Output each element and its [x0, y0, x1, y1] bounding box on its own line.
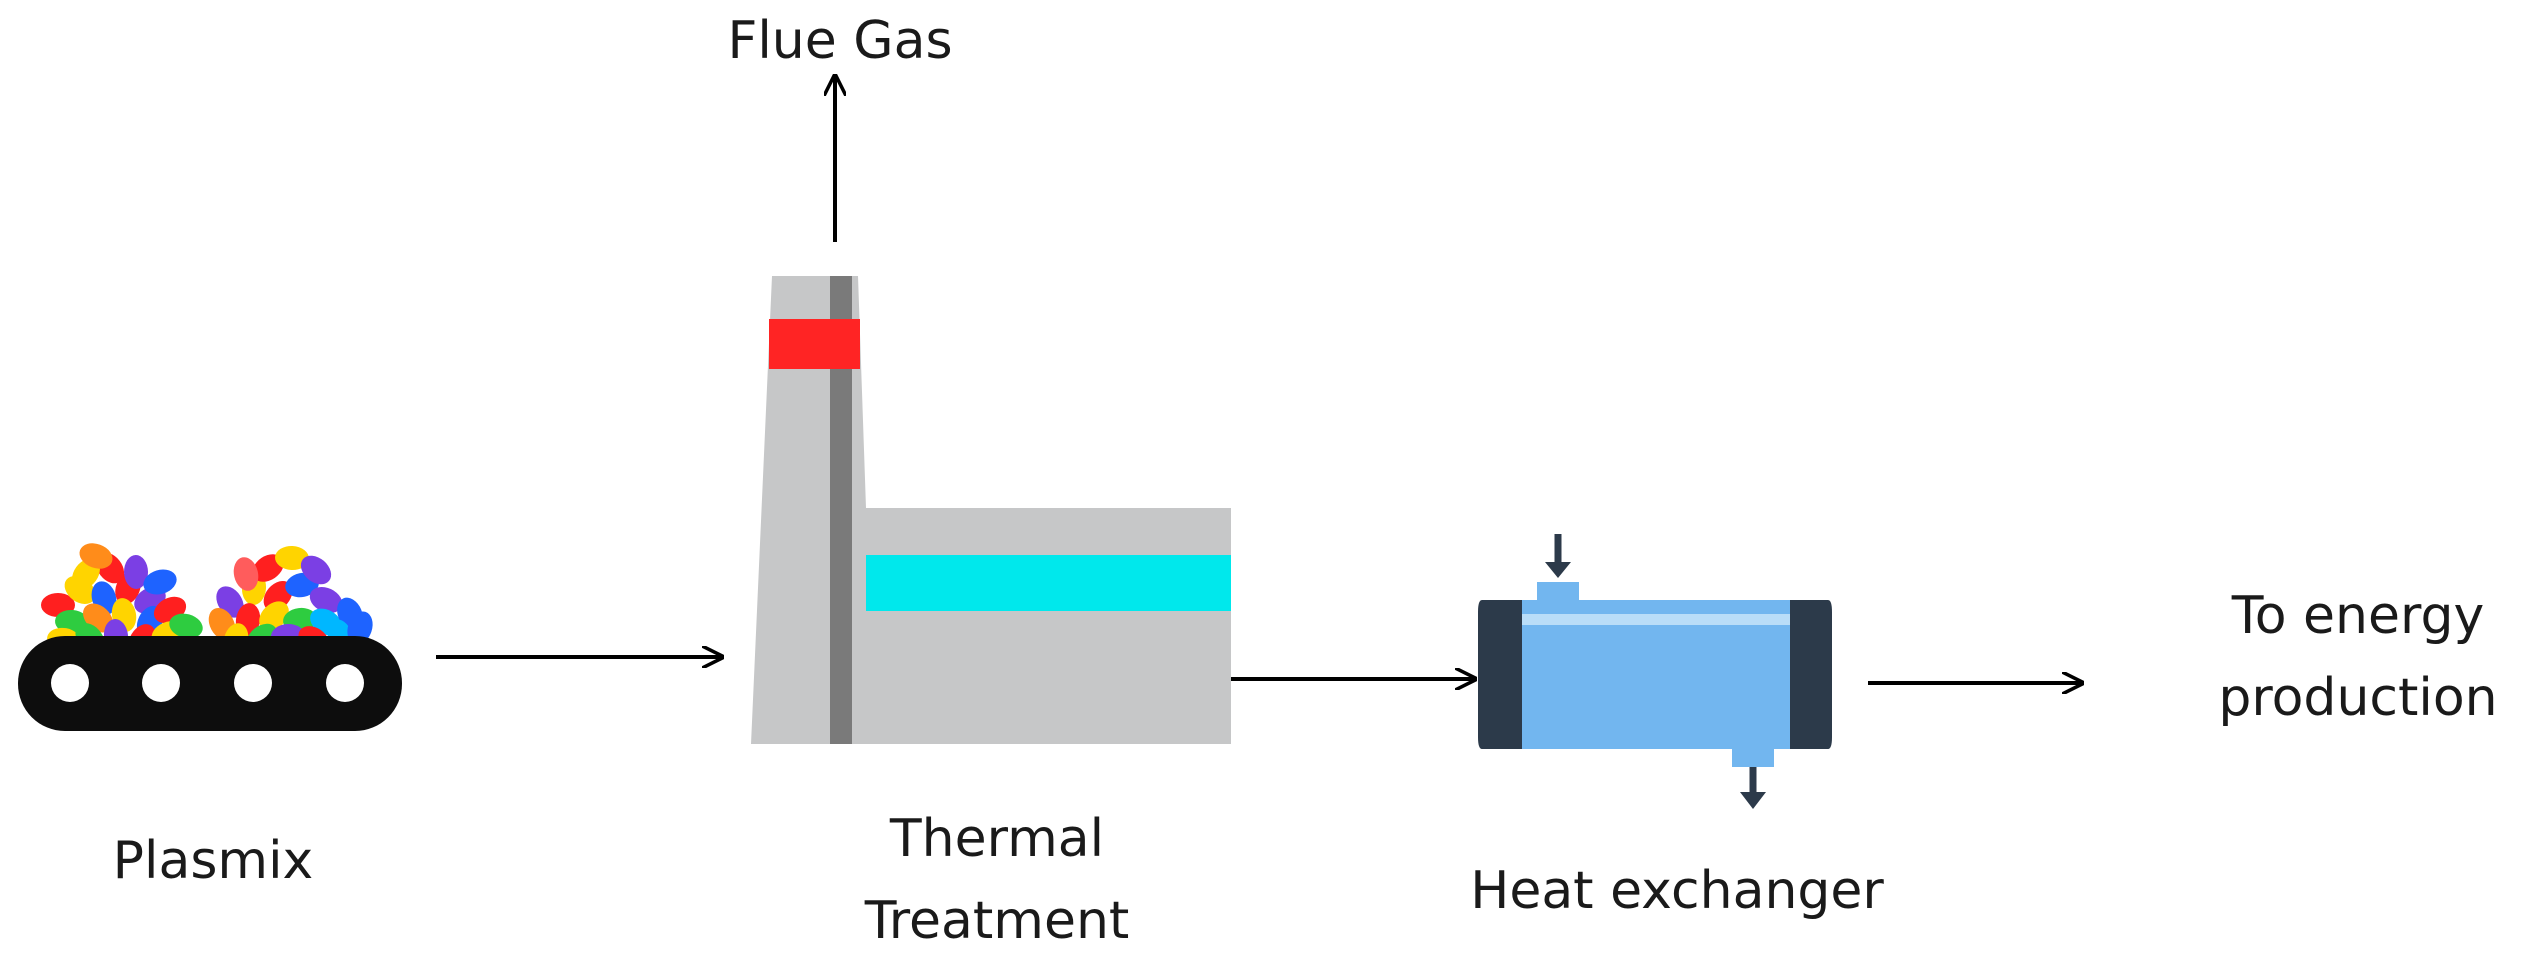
label-energy-line1: To energy: [2231, 586, 2484, 646]
exchanger-highlight: [1512, 614, 1794, 625]
plastic-pellet: [143, 569, 177, 595]
conveyor-roller: [51, 664, 89, 702]
inlet-arrowhead: [1545, 562, 1571, 578]
chimney-red-band: [769, 319, 860, 369]
plastic-pellet: [169, 613, 203, 639]
chimney-stripe: [830, 276, 852, 744]
factory-window-band: [866, 555, 1231, 611]
conveyor-belt-icon: [18, 543, 402, 731]
exchanger-right-cap: [1790, 600, 1832, 749]
label-thermal-line1: Thermal: [889, 809, 1104, 869]
plastic-pellet: [79, 543, 113, 569]
plastic-pellet: [300, 555, 332, 585]
outlet-nozzle: [1732, 749, 1774, 767]
conveyor-roller: [142, 664, 180, 702]
exchanger-left-cap: [1478, 600, 1522, 749]
inlet-nozzle: [1537, 582, 1579, 602]
conveyor-roller: [234, 664, 272, 702]
heat-exchanger-icon: [1478, 534, 1832, 809]
plastic-pellet: [259, 601, 289, 631]
plastic-pellet: [275, 545, 309, 571]
label-plasmix: Plasmix: [113, 831, 314, 891]
outlet-arrowhead: [1740, 792, 1766, 809]
plastic-pellet: [233, 557, 259, 591]
plastic-pellet: [123, 555, 149, 589]
factory-building: [751, 276, 1231, 744]
conveyor-roller: [326, 664, 364, 702]
label-heat-exchanger: Heat exchanger: [1470, 861, 1884, 921]
plastic-pellet: [309, 586, 343, 614]
label-flue-gas: Flue Gas: [727, 11, 952, 71]
label-energy-line2: production: [2218, 668, 2497, 728]
factory-icon: [751, 276, 1231, 744]
label-thermal-line2: Treatment: [864, 891, 1130, 951]
conveyor-belt: [18, 636, 402, 731]
